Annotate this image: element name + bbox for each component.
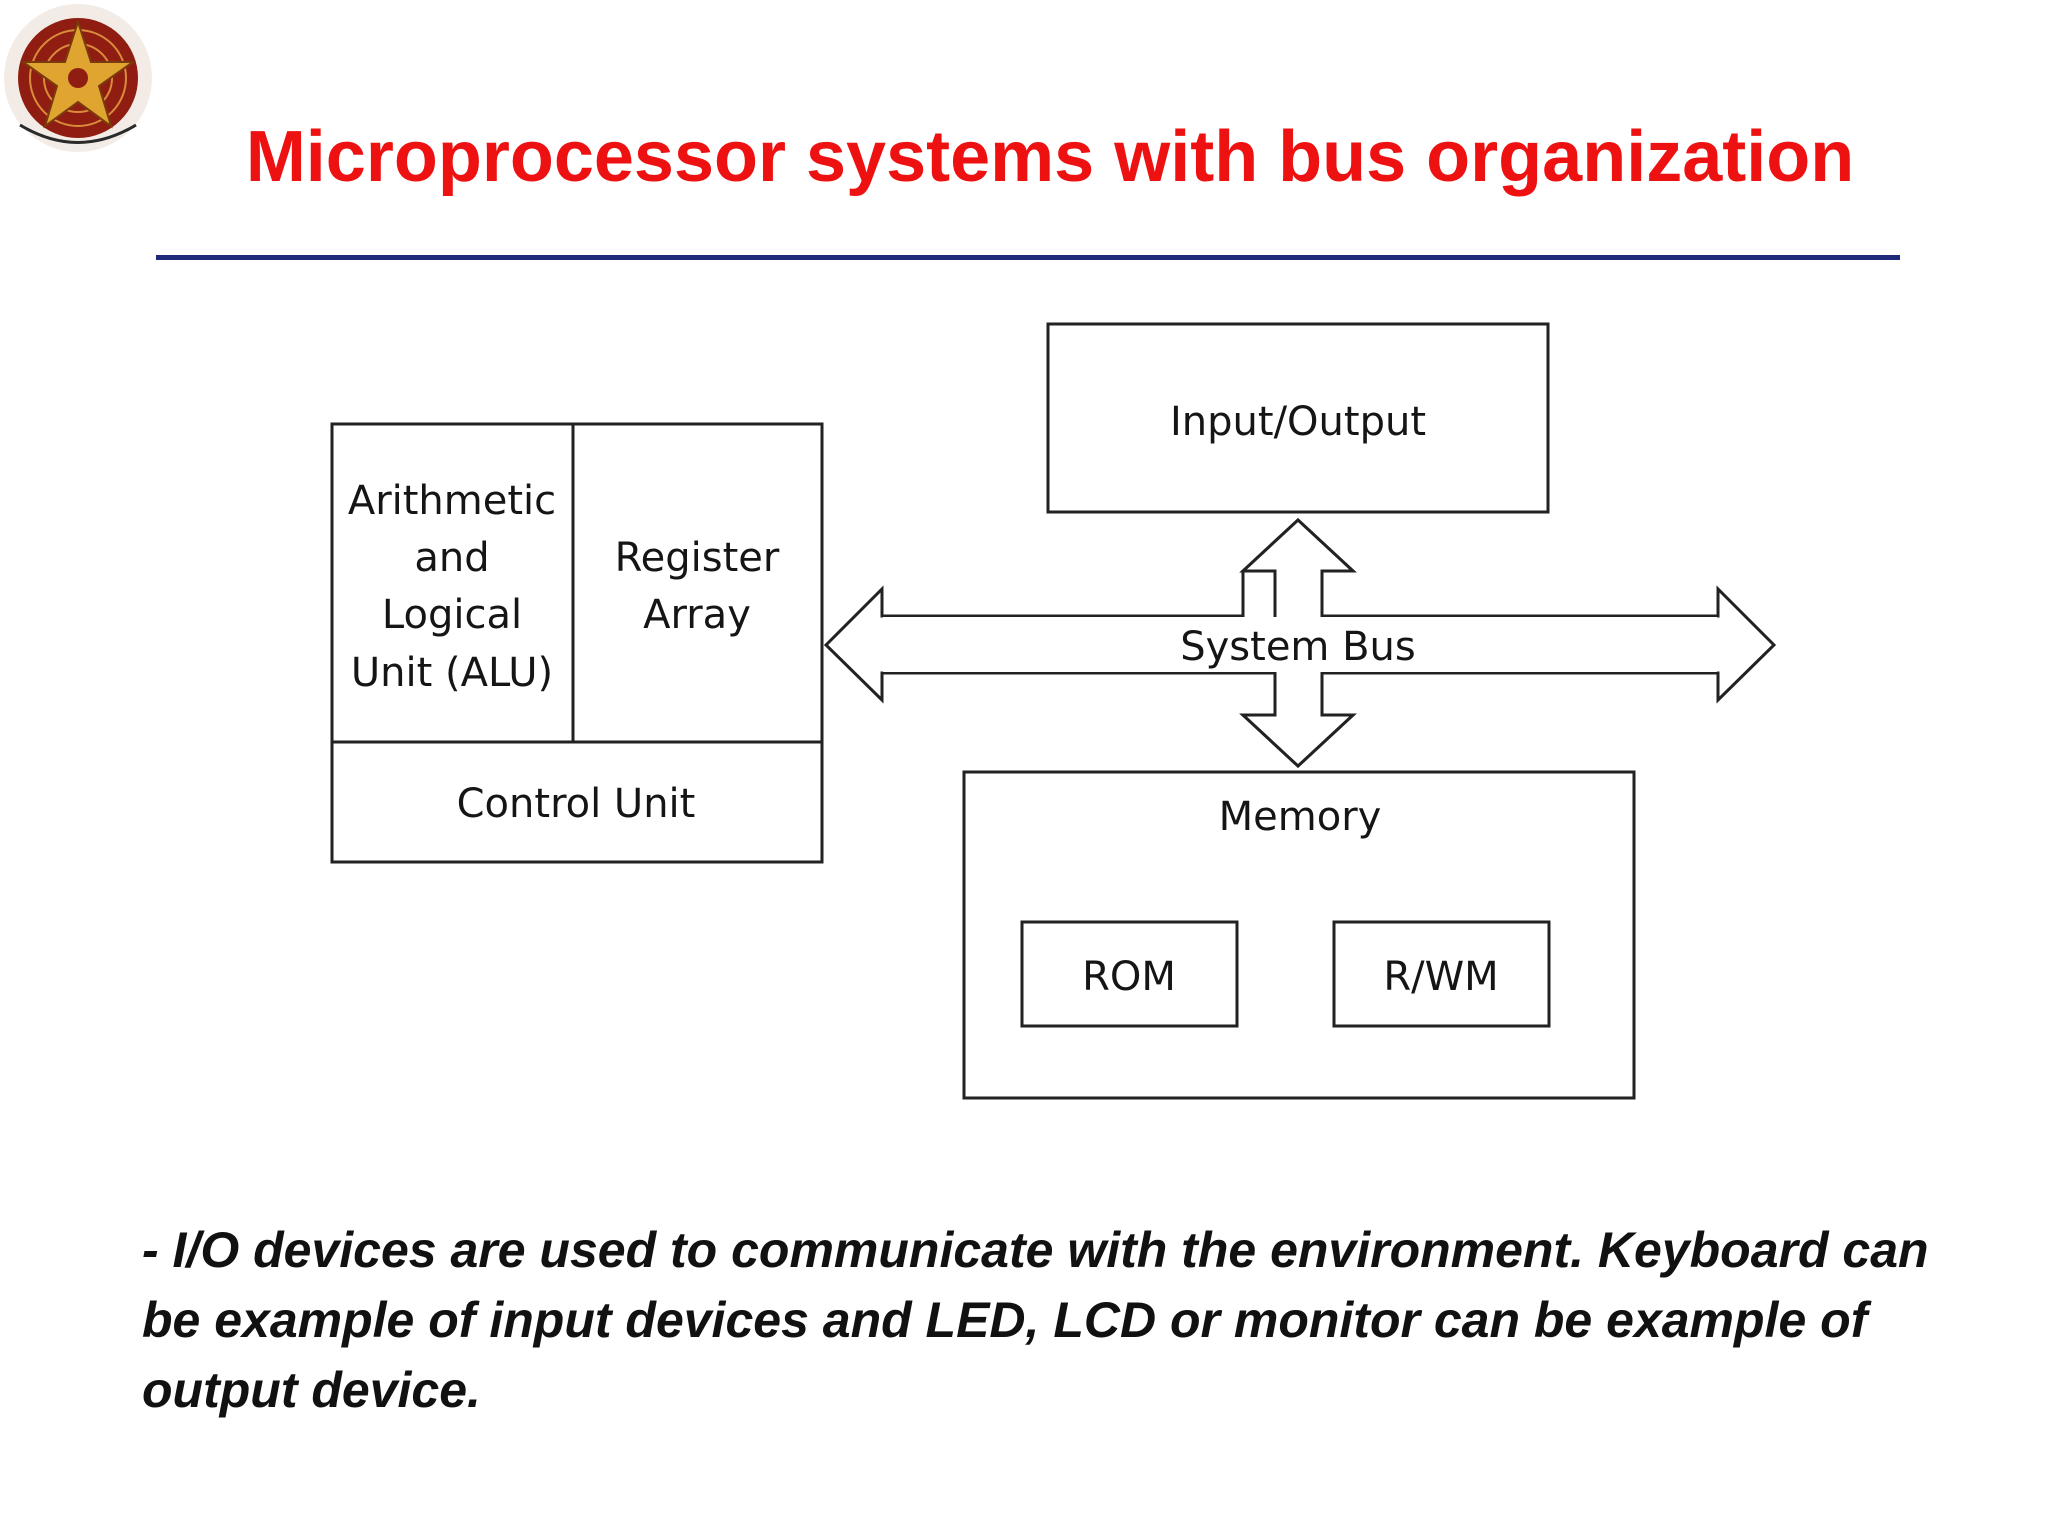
alu-label-line-3: Logical xyxy=(382,592,522,638)
alu-label-line-4: Unit (ALU) xyxy=(351,650,553,696)
memory-block: Memory ROM R/WM xyxy=(962,770,1636,1100)
slide-caption: - I/O devices are used to communicate wi… xyxy=(142,1222,1929,1418)
control-unit-label: Control Unit xyxy=(457,781,696,827)
alu-label-line-1: Arithmetic xyxy=(348,478,556,524)
register-array-label-line-1: Register xyxy=(615,535,780,581)
register-array-label-line-2: Array xyxy=(643,592,751,638)
system-bus: System Bus xyxy=(823,517,1777,769)
system-bus-label: System Bus xyxy=(1180,624,1416,670)
memory-label: Memory xyxy=(1219,794,1382,840)
cpu-outline xyxy=(330,422,824,864)
cpu-block: Arithmetic and Logical Unit (ALU) Regist… xyxy=(330,422,824,864)
rwm-label: R/WM xyxy=(1383,954,1498,1000)
alu-label-line-2: and xyxy=(414,535,489,581)
title-divider xyxy=(156,255,1900,260)
io-block: Input/Output xyxy=(1046,322,1550,514)
slide-title: Microprocessor systems with bus organiza… xyxy=(245,117,1855,197)
rom-box xyxy=(1020,920,1239,1028)
university-seal-icon xyxy=(4,4,152,152)
io-label: Input/Output xyxy=(1170,399,1426,445)
io-box xyxy=(1046,322,1550,514)
rom-label: ROM xyxy=(1082,954,1176,1000)
rwm-box xyxy=(1332,920,1551,1028)
